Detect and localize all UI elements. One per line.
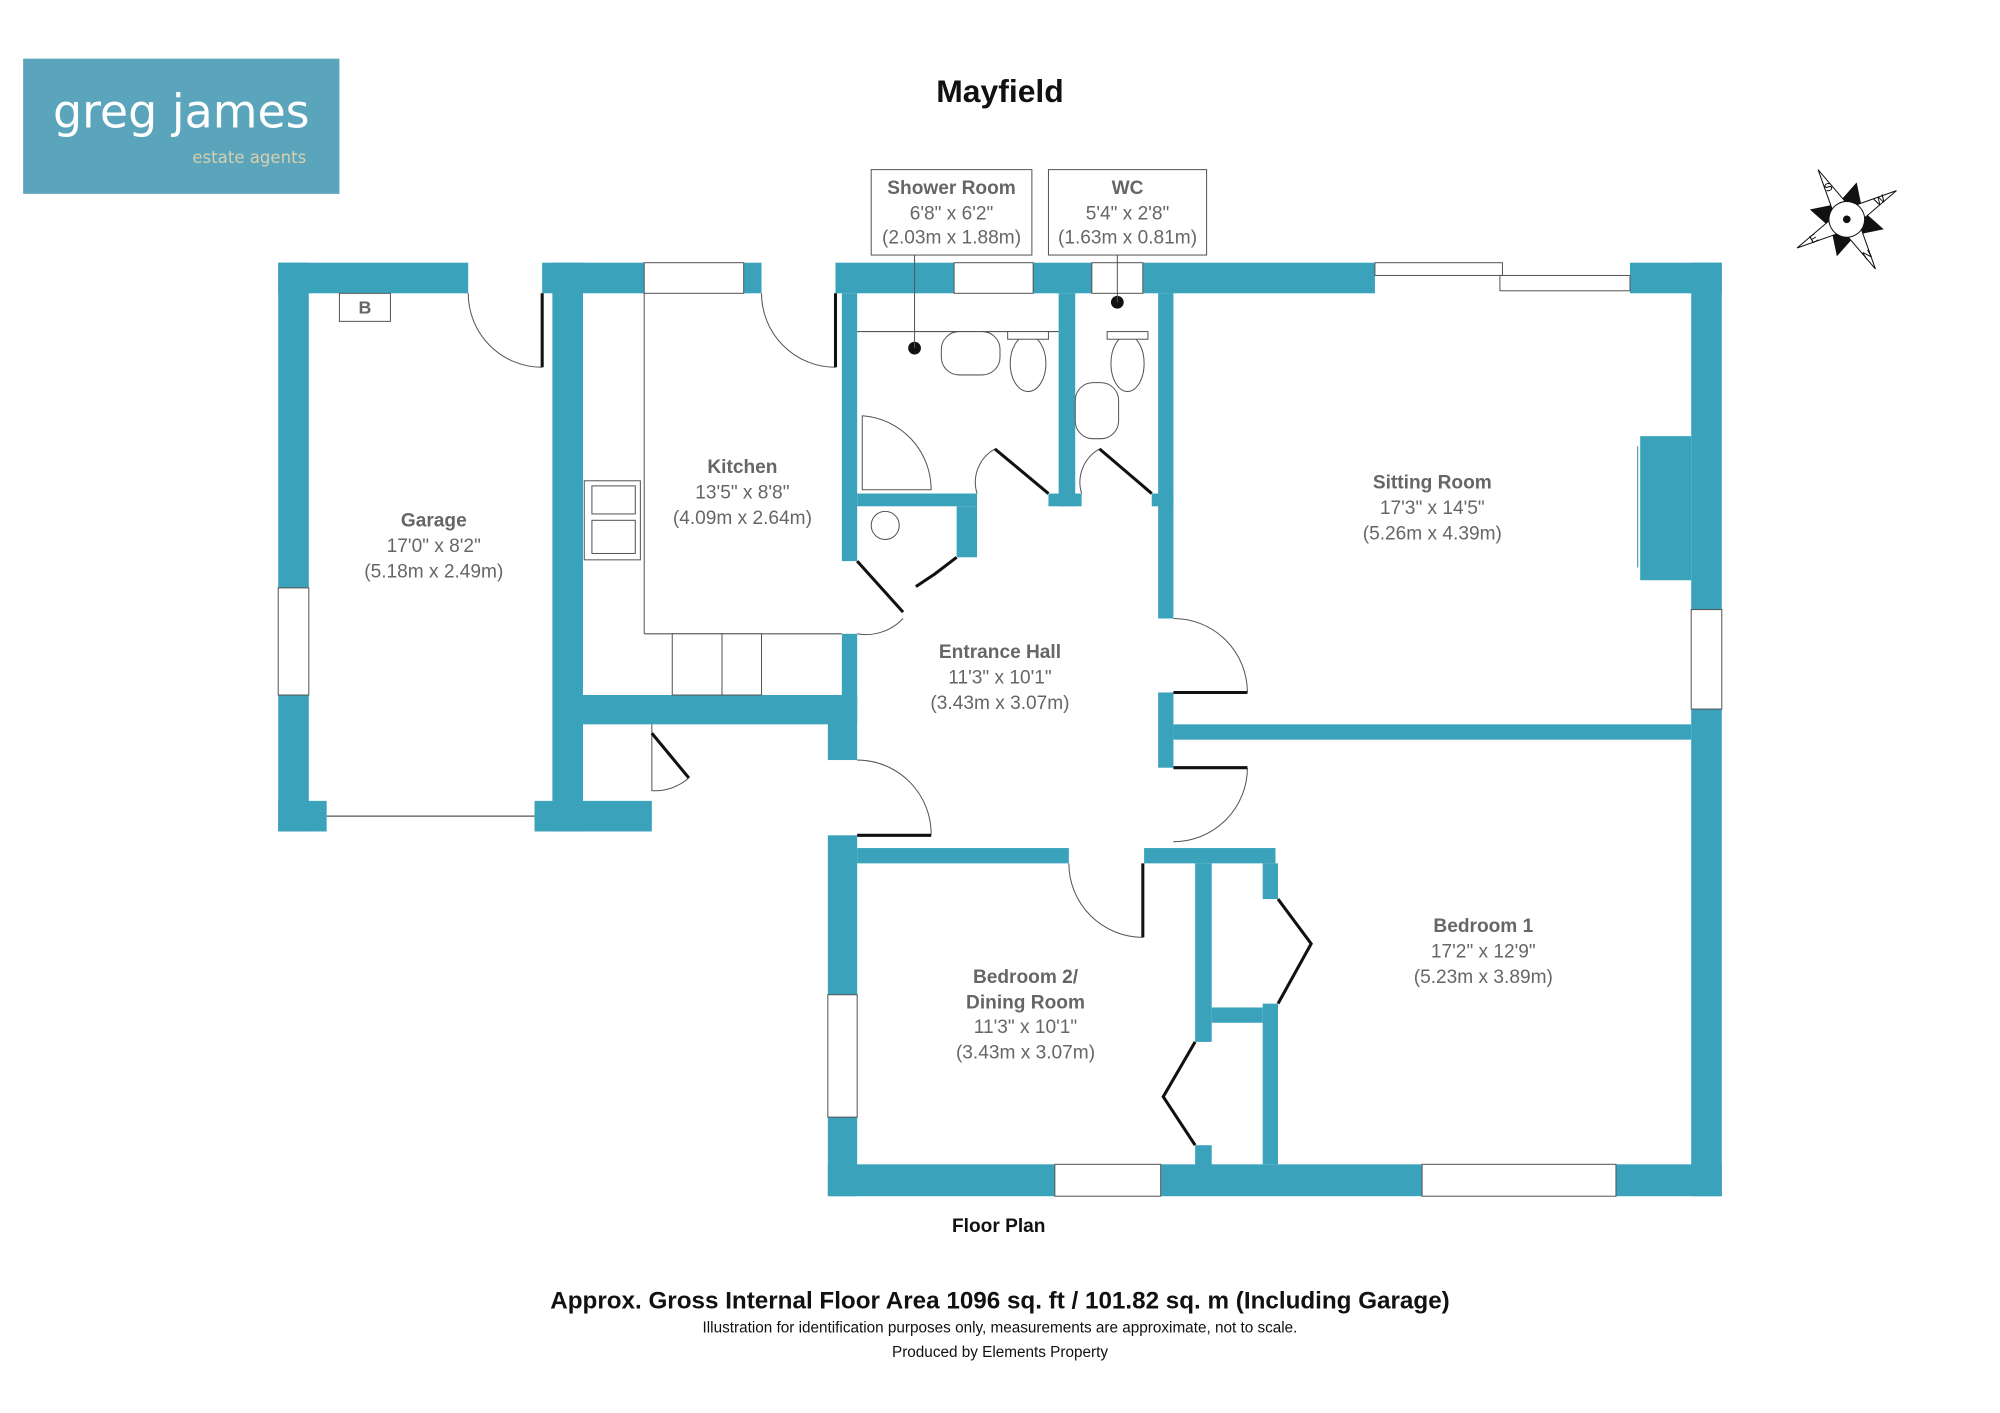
room-kitchen: Kitchen 13'5" x 8'8" (4.09m x 2.64m) [673,457,812,529]
room-entrance-hall: Entrance Hall 11'3" x 10'1" (3.43m x 3.0… [930,642,1069,714]
svg-text:(3.43m x 3.07m): (3.43m x 3.07m) [930,693,1069,714]
svg-text:Dining Room: Dining Room [966,993,1085,1014]
svg-text:6'8" x 6'2": 6'8" x 6'2" [910,203,994,224]
producer: Produced by Elements Property [892,1344,1108,1361]
compass-icon: S N E W [1796,169,1897,270]
windows [277,262,1723,1197]
svg-text:17'2" x 12'9": 17'2" x 12'9" [1431,942,1536,963]
svg-text:Bedroom 1: Bedroom 1 [1433,916,1533,937]
floor-label: Floor Plan [952,1216,1045,1237]
svg-text:17'0" x 8'2": 17'0" x 8'2" [387,536,481,557]
svg-text:WC: WC [1112,178,1144,199]
logo-name: greg james [53,85,310,139]
page-title: Mayfield [936,73,1064,109]
svg-text:Shower Room: Shower Room [887,178,1015,199]
room-wc: WC 5'4" x 2'8" (1.63m x 0.81m) [1058,178,1197,249]
room-bedroom-1: Bedroom 1 17'2" x 12'9" (5.23m x 3.89m) [1414,916,1553,988]
area-summary: Approx. Gross Internal Floor Area 1096 s… [550,1287,1449,1314]
svg-text:5'4" x 2'8": 5'4" x 2'8" [1086,203,1170,224]
svg-text:(4.09m x 2.64m): (4.09m x 2.64m) [673,508,812,529]
fixtures: B [338,169,1208,696]
svg-text:(1.63m x 0.81m): (1.63m x 0.81m) [1058,228,1197,249]
room-shower-room: Shower Room 6'8" x 6'2" (2.03m x 1.88m) [882,178,1021,249]
svg-text:Kitchen: Kitchen [707,457,777,478]
svg-text:Garage: Garage [401,511,467,532]
logo: greg james estate agents [23,58,340,194]
svg-text:(3.43m x 3.07m): (3.43m x 3.07m) [956,1042,1095,1063]
svg-text:Entrance Hall: Entrance Hall [939,642,1061,663]
svg-text:(2.03m x 1.88m): (2.03m x 1.88m) [882,228,1021,249]
disclaimer: Illustration for identification purposes… [703,1320,1298,1337]
svg-text:(5.26m x 4.39m): (5.26m x 4.39m) [1363,523,1502,544]
svg-text:(5.23m x 3.89m): (5.23m x 3.89m) [1414,967,1553,988]
doors [467,293,1313,1147]
room-garage: Garage 17'0" x 8'2" (5.18m x 2.49m) [364,511,503,583]
svg-text:13'5" x 8'8": 13'5" x 8'8" [695,483,789,504]
room-bedroom-2: Bedroom 2/ Dining Room 11'3" x 10'1" (3.… [956,967,1095,1063]
room-sitting-room: Sitting Room 17'3" x 14'5" (5.26m x 4.39… [1363,472,1502,544]
svg-text:17'3" x 14'5": 17'3" x 14'5" [1380,498,1485,519]
svg-text:(5.18m x 2.49m): (5.18m x 2.49m) [364,562,503,583]
svg-text:11'3" x 10'1": 11'3" x 10'1" [948,668,1051,689]
svg-text:Bedroom 2/: Bedroom 2/ [973,967,1079,988]
boiler-label: B [358,298,371,318]
logo-tagline: estate agents [192,148,306,167]
svg-text:Sitting Room: Sitting Room [1373,472,1492,493]
walls [278,262,1722,1197]
svg-text:11'3" x 10'1": 11'3" x 10'1" [974,1017,1077,1038]
